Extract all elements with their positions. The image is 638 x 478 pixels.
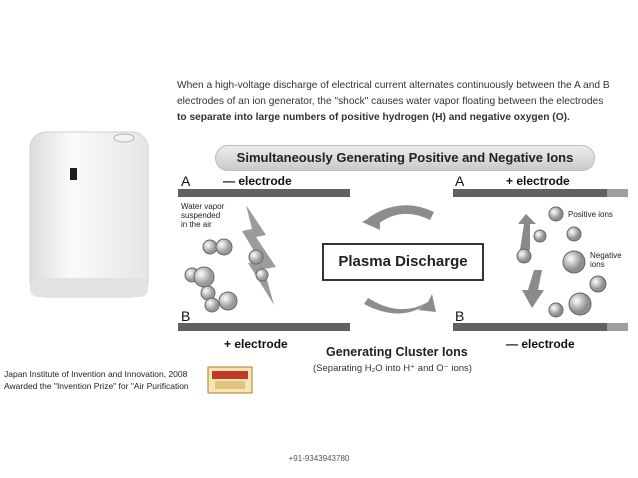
right-label-b: B bbox=[455, 308, 465, 324]
intro-line: When a high-voltage discharge of electri… bbox=[177, 80, 610, 91]
left-bottom-electrode-label: + electrode bbox=[224, 337, 288, 351]
arrow-right-icon bbox=[364, 294, 436, 314]
brand-logo bbox=[70, 168, 77, 180]
right-top-electrode-label: + electrode bbox=[506, 174, 570, 188]
arrow-up-icon bbox=[518, 214, 536, 250]
cluster-ions-title: Generating Cluster Ions bbox=[326, 345, 468, 359]
right-bottom-electrode-label: — electrode bbox=[506, 337, 575, 351]
right-bottom-electrode-bar bbox=[453, 323, 607, 331]
intro-line: electrodes of an ion generator, the "sho… bbox=[177, 96, 604, 107]
right-top-electrode-end bbox=[607, 189, 628, 197]
right-top-electrode-bar bbox=[453, 189, 607, 197]
left-top-electrode-label: — electrode bbox=[223, 174, 292, 188]
left-label-a: A bbox=[181, 173, 191, 189]
intro-text: When a high-voltage discharge of electri… bbox=[177, 78, 632, 126]
phone-number: +91-9343943780 bbox=[288, 454, 350, 463]
intro-line: to separate into large numbers of positi… bbox=[177, 112, 570, 123]
ion-banner: Simultaneously Generating Positive and N… bbox=[215, 145, 595, 171]
cluster-ions-subtitle: (Separating H₂O into H⁺ and O⁻ ions) bbox=[313, 363, 472, 374]
ions-graphic bbox=[516, 206, 607, 318]
award-certificate-icon bbox=[207, 366, 253, 394]
left-top-electrode-bar bbox=[178, 189, 350, 197]
arrow-down-icon bbox=[522, 270, 544, 308]
arrow-left-icon bbox=[362, 205, 434, 230]
positive-ions-label: Positive ions bbox=[568, 210, 613, 219]
water-molecules-graphic bbox=[184, 205, 276, 313]
left-bottom-electrode-bar bbox=[178, 323, 350, 331]
air-purifier-image bbox=[29, 131, 149, 298]
right-bottom-electrode-end bbox=[607, 323, 628, 331]
right-label-a: A bbox=[455, 173, 465, 189]
award-text: Japan Institute of Invention and Innovat… bbox=[4, 369, 189, 391]
left-label-b: B bbox=[181, 308, 191, 324]
plasma-discharge-box: Plasma Discharge bbox=[322, 243, 484, 281]
